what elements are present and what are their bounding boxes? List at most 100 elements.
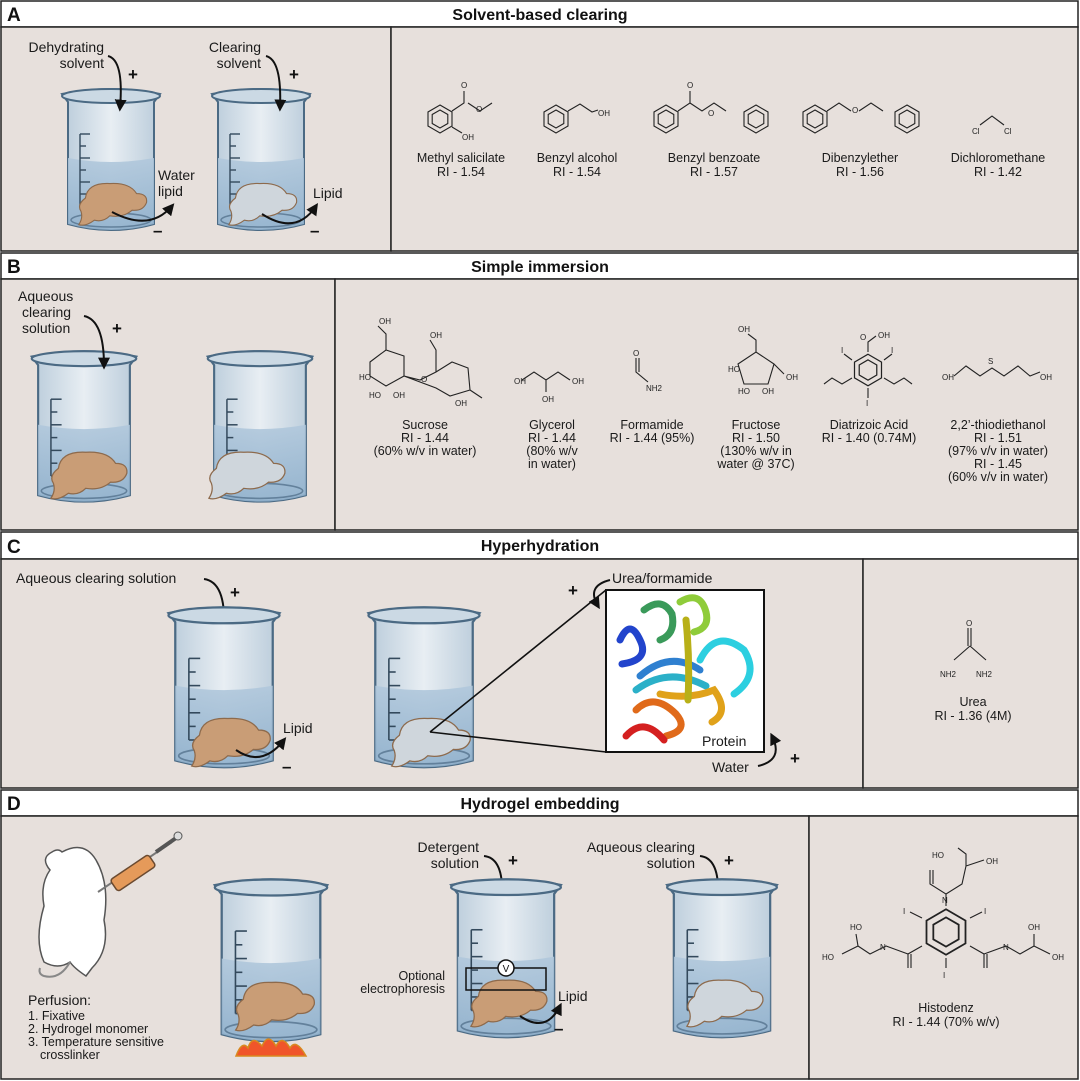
plus-sign: + bbox=[568, 581, 578, 600]
compound-ri: RI - 1.54 bbox=[437, 165, 485, 179]
protein-ribbon bbox=[616, 594, 754, 744]
svg-text:HO: HO bbox=[359, 373, 371, 382]
compound-line: water @ 37C) bbox=[716, 457, 794, 471]
fructose-structure: OH HO HO OH OH bbox=[728, 325, 798, 396]
benzyl-alcohol-structure: OH bbox=[543, 103, 610, 134]
svg-text:O: O bbox=[687, 81, 693, 90]
water-lipid-label-1: Water bbox=[158, 167, 195, 183]
lipid-label: Lipid bbox=[558, 988, 588, 1004]
svg-text:I: I bbox=[943, 971, 945, 980]
zoom-lines bbox=[429, 589, 607, 753]
svg-text:OH: OH bbox=[455, 399, 467, 408]
svg-text:OH: OH bbox=[942, 373, 954, 382]
plus-sign: + bbox=[508, 851, 518, 870]
svg-text:O: O bbox=[852, 106, 858, 115]
perfusion-item: 1. Fixative bbox=[28, 1009, 85, 1023]
plus-sign: + bbox=[230, 583, 240, 602]
svg-text:OH: OH bbox=[1028, 923, 1040, 932]
compound-line: Sucrose bbox=[402, 418, 448, 432]
compound-name: Benzyl alcohol bbox=[537, 151, 618, 165]
diatrizoic-acid-structure: O OH I I I bbox=[823, 331, 913, 408]
protein-label: Protein bbox=[702, 733, 746, 749]
minus-sign: – bbox=[153, 221, 162, 240]
panel-a-letter: A bbox=[7, 5, 21, 26]
svg-text:I: I bbox=[841, 346, 843, 355]
panel-d-title: Hydrogel embedding bbox=[460, 796, 619, 813]
svg-text:OH: OH bbox=[430, 331, 442, 340]
water-lipid-label-2: lipid bbox=[158, 183, 183, 199]
svg-text:OH: OH bbox=[986, 857, 998, 866]
heat-flame-icon bbox=[234, 1038, 308, 1057]
svg-text:HO: HO bbox=[932, 851, 944, 860]
svg-text:OH: OH bbox=[462, 133, 474, 142]
urea-ri: RI - 1.36 (4M) bbox=[934, 709, 1011, 723]
in-arrow bbox=[588, 579, 611, 610]
compound-line: (60% w/v in water) bbox=[374, 444, 477, 458]
svg-text:OH: OH bbox=[1040, 373, 1052, 382]
dehydrating-label-1: Dehydrating bbox=[29, 39, 105, 55]
plus-sign: + bbox=[112, 319, 122, 338]
svg-text:I: I bbox=[866, 399, 868, 408]
minus-sign: – bbox=[310, 221, 319, 240]
svg-text:Cl: Cl bbox=[1004, 127, 1012, 136]
svg-text:OH: OH bbox=[379, 317, 391, 326]
panel-d: D Hydrogel embedding Perfusion: 1. Fixat… bbox=[0, 789, 1079, 1080]
compound-line: RI - 1.44 (95%) bbox=[610, 431, 695, 445]
compound-line: RI - 1.45 bbox=[974, 457, 1022, 471]
dichloromethane-structure: Cl Cl bbox=[972, 115, 1012, 136]
electrophoresis-label-2: electrophoresis bbox=[360, 982, 445, 996]
syringe-illustration bbox=[97, 831, 183, 893]
compound-line: RI - 1.51 bbox=[974, 431, 1022, 445]
compound-name: Dibenzylether bbox=[822, 151, 898, 165]
dibenzylether-structure: O bbox=[802, 102, 920, 134]
svg-text:O: O bbox=[476, 105, 482, 114]
svg-text:OH: OH bbox=[542, 395, 554, 404]
perfusion-item: crosslinker bbox=[40, 1048, 100, 1062]
voltage-icon: V bbox=[503, 964, 510, 975]
svg-text:OH: OH bbox=[598, 109, 610, 118]
compounds-b: Sucrose RI - 1.44 (60% w/v in water) Gly… bbox=[374, 418, 1048, 484]
methyl-salicylate-structure: O O OH bbox=[427, 81, 493, 142]
dehydrating-label-2: solvent bbox=[60, 55, 104, 71]
plus-sign: + bbox=[790, 749, 800, 768]
in-arrow bbox=[265, 55, 287, 112]
benzyl-benzoate-structure: O O bbox=[653, 81, 769, 134]
compound-name: Methyl salicilate bbox=[417, 151, 505, 165]
aqueous-label-2: clearing bbox=[22, 304, 71, 320]
aqueous-solution-label: Aqueous clearing solution bbox=[16, 570, 176, 586]
svg-text:I: I bbox=[984, 907, 986, 916]
svg-text:OH: OH bbox=[514, 377, 526, 386]
compound-line: RI - 1.44 bbox=[401, 431, 449, 445]
urea-structure: O NH2 NH2 bbox=[940, 619, 993, 679]
svg-text:N: N bbox=[942, 896, 948, 905]
svg-text:O: O bbox=[461, 81, 467, 90]
svg-text:OH: OH bbox=[762, 387, 774, 396]
histodenz-structure: N HO OH I I I HO HO N N OH OH bbox=[822, 847, 1064, 980]
plus-sign: + bbox=[289, 65, 299, 84]
glycerol-structure: OH OH OH bbox=[514, 371, 584, 404]
svg-text:O: O bbox=[708, 109, 714, 118]
perfusion-item: 2. Hydrogel monomer bbox=[28, 1022, 148, 1036]
perfusion-item: 3. Temperature sensitive bbox=[28, 1035, 164, 1049]
compound-line: Fructose bbox=[732, 418, 781, 432]
out-arrow bbox=[235, 737, 287, 759]
panel-b: B Simple immersion Aqueous clearing solu… bbox=[0, 252, 1079, 531]
compound-line: Diatrizoic Acid bbox=[830, 418, 909, 432]
clearing-label-2: solvent bbox=[217, 55, 261, 71]
svg-text:Cl: Cl bbox=[972, 127, 980, 136]
out-arrow bbox=[111, 203, 175, 222]
svg-text:NH2: NH2 bbox=[940, 670, 957, 679]
compound-name: Benzyl benzoate bbox=[668, 151, 760, 165]
out-arrow bbox=[261, 203, 318, 225]
svg-text:OH: OH bbox=[786, 373, 798, 382]
compound-line: 2,2’-thiodiethanol bbox=[950, 418, 1045, 432]
compound-line: Formamide bbox=[620, 418, 683, 432]
svg-text:O: O bbox=[966, 619, 972, 628]
svg-text:HO: HO bbox=[369, 391, 381, 400]
sucrose-structure: OH OH HO HO OH OH O bbox=[359, 317, 483, 408]
water-label: Water bbox=[712, 759, 749, 775]
out-arrow bbox=[519, 1002, 562, 1025]
panel-b-title: Simple immersion bbox=[471, 259, 609, 276]
svg-text:OH: OH bbox=[738, 325, 750, 334]
